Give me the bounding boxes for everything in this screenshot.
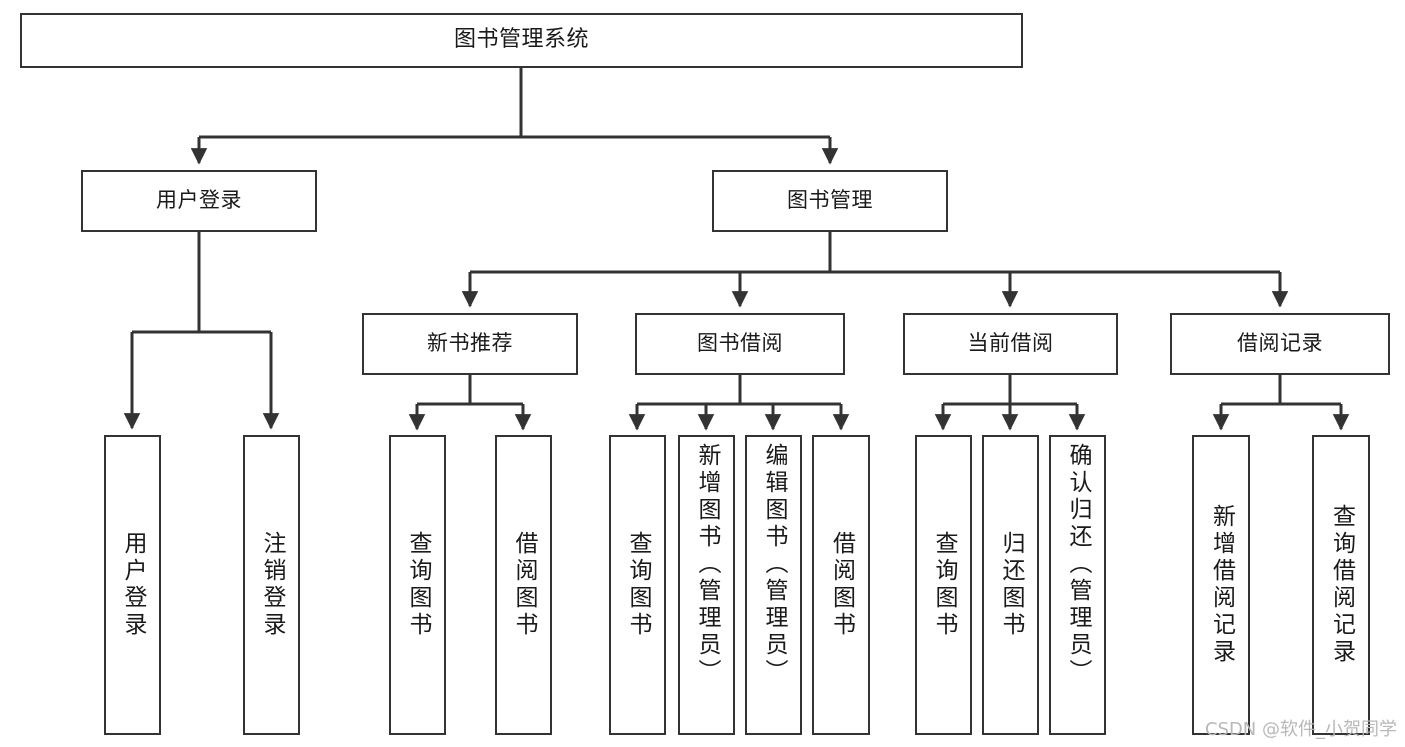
leaf-query-book-1-label: 查询图书 (405, 531, 431, 639)
node-new-book-recommend-label: 新书推荐 (427, 331, 513, 356)
leaf-return-book[interactable]: 归还图书 (982, 435, 1039, 735)
leaf-query-record[interactable]: 查询借阅记录 (1312, 435, 1370, 735)
leaf-edit-book[interactable]: 编辑图书（管理员） (745, 435, 802, 735)
leaf-user-login[interactable]: 用户登录 (104, 435, 161, 735)
node-user-login[interactable]: 用户登录 (81, 170, 317, 232)
node-user-login-label: 用户登录 (156, 188, 242, 213)
watermark-text: CSDN @软件_小贺同学 (1204, 719, 1397, 740)
leaf-query-book-1[interactable]: 查询图书 (389, 435, 446, 735)
leaf-query-book-3[interactable]: 查询图书 (915, 435, 972, 735)
leaf-query-record-label: 查询借阅记录 (1328, 504, 1355, 666)
leaf-add-book-label: 新增图书（管理员） (694, 443, 720, 686)
leaf-add-record-label: 新增借阅记录 (1208, 504, 1235, 666)
node-book-borrow-label: 图书借阅 (697, 331, 783, 356)
node-current-borrow-label: 当前借阅 (967, 331, 1054, 356)
leaf-confirm-return[interactable]: 确认归还（管理员） (1049, 435, 1106, 735)
node-book-manage[interactable]: 图书管理 (712, 170, 948, 232)
node-book-manage-label: 图书管理 (787, 188, 873, 213)
leaf-user-logout[interactable]: 注销登录 (243, 435, 300, 735)
node-current-borrow[interactable]: 当前借阅 (903, 313, 1118, 375)
leaf-query-book-2[interactable]: 查询图书 (609, 435, 666, 735)
node-borrow-record[interactable]: 借阅记录 (1170, 313, 1390, 375)
leaf-add-record[interactable]: 新增借阅记录 (1192, 435, 1250, 735)
leaf-query-book-3-label: 查询图书 (931, 531, 957, 639)
leaf-user-logout-label: 注销登录 (259, 531, 285, 639)
node-borrow-record-label: 借阅记录 (1237, 331, 1323, 356)
leaf-add-book[interactable]: 新增图书（管理员） (678, 435, 735, 735)
leaf-return-book-label: 归还图书 (998, 531, 1024, 639)
leaf-user-login-label: 用户登录 (120, 531, 146, 639)
leaf-borrow-book-2-label: 借阅图书 (828, 531, 855, 639)
leaf-confirm-return-label: 确认归还（管理员） (1065, 443, 1091, 686)
leaf-borrow-book-1[interactable]: 借阅图书 (495, 435, 552, 735)
leaf-borrow-book-1-label: 借阅图书 (511, 531, 537, 639)
node-root[interactable]: 图书管理系统 (20, 13, 1023, 68)
leaf-edit-book-label: 编辑图书（管理员） (761, 443, 787, 686)
node-book-borrow[interactable]: 图书借阅 (635, 313, 845, 375)
leaf-query-book-2-label: 查询图书 (625, 531, 651, 639)
node-new-book-recommend[interactable]: 新书推荐 (362, 313, 578, 375)
node-root-label: 图书管理系统 (453, 27, 589, 53)
leaf-borrow-book-2[interactable]: 借阅图书 (812, 435, 870, 735)
